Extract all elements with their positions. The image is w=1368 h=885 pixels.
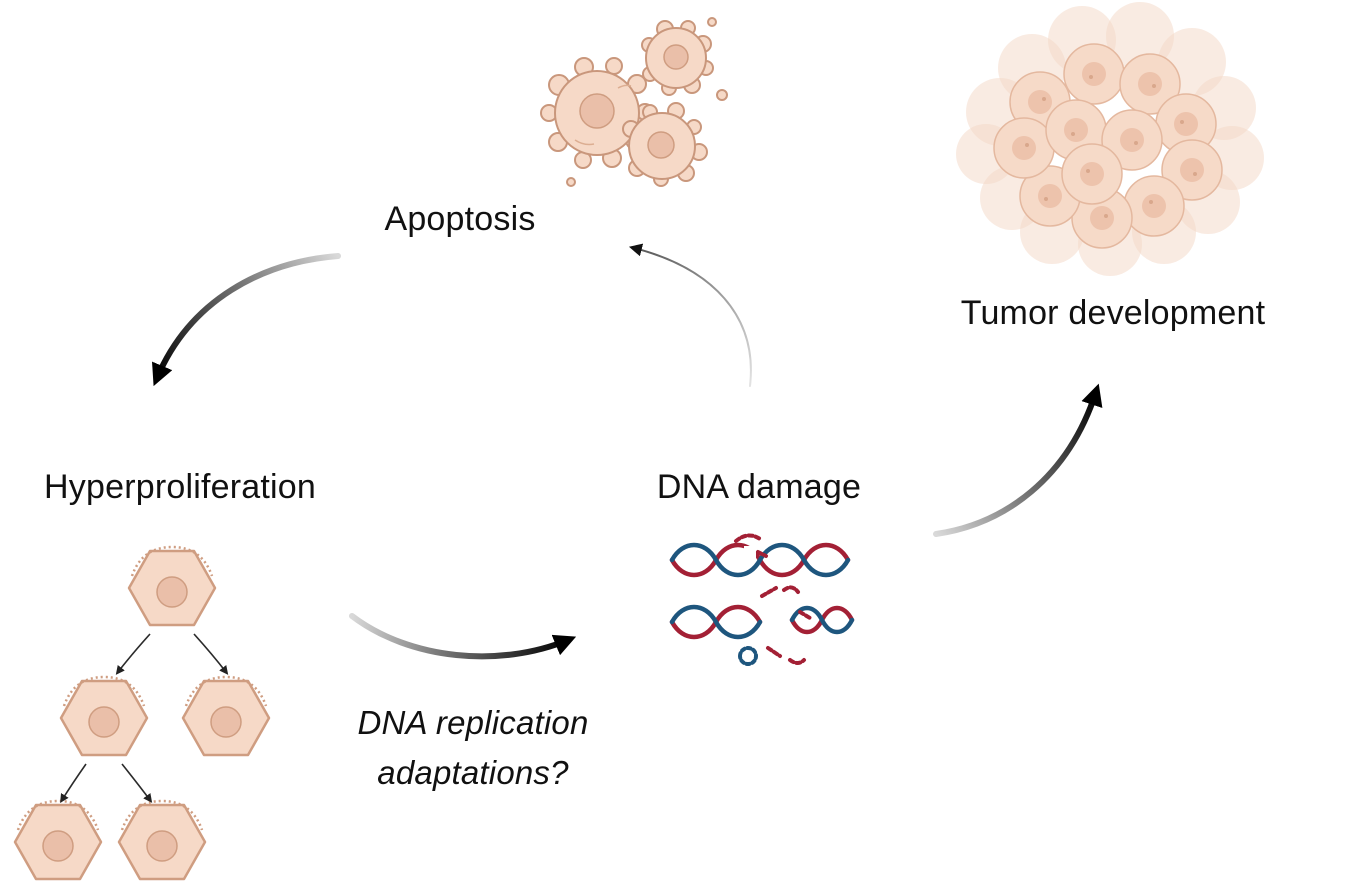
arrow-dna-damage-to-apoptosis bbox=[628, 243, 752, 387]
apoptosis-label: Apoptosis bbox=[384, 200, 536, 238]
hyperproliferation-label: Hyperproliferation bbox=[44, 468, 316, 506]
annotation-line-1: DNA replication bbox=[357, 704, 589, 741]
cell-division-tree-icon bbox=[13, 545, 271, 881]
dna-replication-adaptations-annotation: DNA replication adaptations? bbox=[318, 698, 628, 797]
dna-break-icon bbox=[669, 533, 855, 666]
tumor-cell-cluster-icon bbox=[956, 2, 1264, 276]
tumor-development-label: Tumor development bbox=[960, 294, 1266, 332]
arrow-hyperproliferation-to-dna-damage bbox=[349, 613, 577, 660]
dna-damage-label: DNA damage bbox=[656, 468, 862, 506]
arrow-dna-damage-to-tumor-development bbox=[933, 383, 1103, 537]
arrow-apoptosis-to-hyperproliferation bbox=[152, 253, 341, 387]
annotation-line-2: adaptations? bbox=[377, 753, 569, 791]
apoptotic-cells-icon bbox=[540, 17, 728, 187]
